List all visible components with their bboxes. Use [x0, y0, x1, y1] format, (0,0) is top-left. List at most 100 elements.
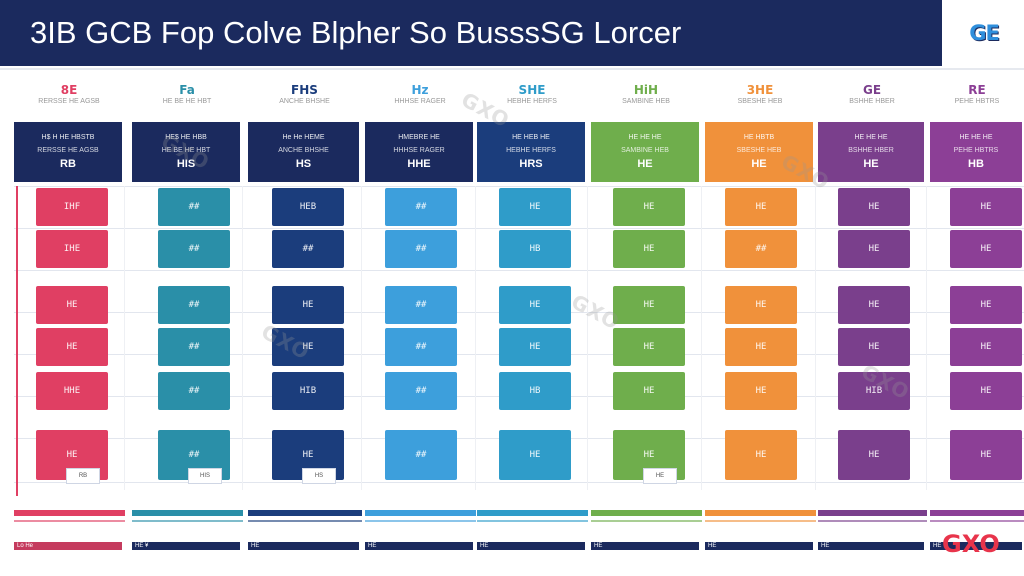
legend-bar-thin — [477, 520, 588, 522]
legend-bar-thin — [365, 520, 476, 522]
column-caption-sub: HHHSE RAGER — [394, 98, 446, 105]
grid-cell[interactable]: HE — [613, 372, 685, 410]
grid-cell[interactable]: HE — [838, 230, 910, 268]
grid-cell[interactable]: HB — [499, 230, 571, 268]
grid-cell[interactable]: HE — [499, 430, 571, 480]
grid-cell[interactable]: ## — [385, 430, 457, 480]
grid-cell[interactable]: ## — [385, 372, 457, 410]
grid-line — [14, 186, 1024, 187]
grid-cell[interactable]: HIB — [272, 372, 344, 410]
row-tag: HE — [643, 468, 677, 484]
grid-cell[interactable]: HE — [613, 230, 685, 268]
grid-cell[interactable]: HE — [838, 286, 910, 324]
grid-cell[interactable]: HE — [725, 328, 797, 366]
grid-cell[interactable]: HE — [950, 430, 1022, 480]
grid-cell-value: HIB — [865, 386, 883, 396]
grid-cell[interactable]: HE — [950, 230, 1022, 268]
grid-cell[interactable]: ## — [272, 230, 344, 268]
grid-cell[interactable]: ## — [725, 230, 797, 268]
grid-cell[interactable]: HE — [725, 188, 797, 226]
grid-cell[interactable]: HE — [950, 372, 1022, 410]
grid-cell[interactable]: HE — [838, 430, 910, 480]
grid-cell-value: ## — [188, 450, 200, 460]
grid-cell[interactable]: HEB — [272, 188, 344, 226]
grid-cell-value: HE — [980, 202, 992, 212]
legend-bar — [132, 510, 243, 516]
grid-cell[interactable]: HE — [272, 286, 344, 324]
grid-cell[interactable]: HE — [36, 286, 108, 324]
column-header-sub: RERSSE HE AGSB — [37, 147, 99, 154]
grid-cell-value: HE — [643, 202, 655, 212]
grid-cell-value: ## — [302, 244, 314, 254]
grid-cell-value: HE — [755, 202, 767, 212]
grid-cell[interactable]: HE — [36, 328, 108, 366]
grid-cell[interactable]: ## — [158, 372, 230, 410]
grid-cell[interactable]: ## — [385, 328, 457, 366]
grid-cell[interactable]: HE — [838, 188, 910, 226]
grid-cell-value: HIB — [299, 386, 317, 396]
grid-cell[interactable]: ## — [385, 188, 457, 226]
column-caption-sub: HE BE HE HBT — [162, 98, 212, 105]
grid-cell[interactable]: HE — [950, 286, 1022, 324]
column-caption-title: 8E — [60, 83, 78, 97]
grid-cell-value: HE — [529, 342, 541, 352]
footer-label: HE — [477, 542, 585, 550]
grid-cell[interactable]: ## — [158, 286, 230, 324]
grid-cell[interactable]: HE — [499, 286, 571, 324]
column-caption-title: 3HE — [746, 83, 774, 97]
grid-cell[interactable]: ## — [158, 188, 230, 226]
grid-cell[interactable]: HE — [272, 328, 344, 366]
column-header-sub: SAMBINE HEB — [621, 147, 669, 154]
legend-bar-thin — [14, 520, 125, 522]
grid-cell-value: HE — [66, 342, 78, 352]
column-header-code: HE — [637, 158, 653, 170]
grid-cell[interactable]: HE — [613, 328, 685, 366]
grid-cell[interactable]: HHE — [36, 372, 108, 410]
grid-cell[interactable]: ## — [385, 286, 457, 324]
grid-cell-value: HB — [529, 244, 541, 254]
grid-cell[interactable]: HE — [950, 328, 1022, 366]
grid-cell-value: HE — [755, 342, 767, 352]
legend-bar — [248, 510, 362, 516]
grid-cell[interactable]: ## — [158, 328, 230, 366]
column-header-title: He He HEME — [282, 134, 325, 141]
grid-cell[interactable]: HE — [725, 286, 797, 324]
grid-cell[interactable]: HE — [838, 328, 910, 366]
grid-cell[interactable]: HIB — [838, 372, 910, 410]
grid-cell[interactable]: HE — [499, 188, 571, 226]
grid-cell[interactable]: ## — [385, 230, 457, 268]
column-header-title: HE HE HE — [854, 134, 888, 141]
grid-cell[interactable]: HB — [499, 372, 571, 410]
grid-cell[interactable]: HE — [499, 328, 571, 366]
grid-cell[interactable]: HE — [613, 286, 685, 324]
grid-cell[interactable]: IHF — [36, 188, 108, 226]
grid-cell-value: HE — [643, 450, 655, 460]
watermark-badge: GXO — [942, 530, 1000, 558]
grid-cell[interactable]: HE — [725, 430, 797, 480]
column-divider — [815, 186, 816, 490]
grid-cell[interactable]: HE — [613, 188, 685, 226]
grid-cell[interactable]: ## — [158, 230, 230, 268]
grid-line — [14, 482, 1024, 483]
grid-cell-value: IHE — [63, 244, 81, 254]
grid-cell[interactable]: HE — [950, 188, 1022, 226]
grid-cell-value: HE — [868, 342, 880, 352]
column-header-sub: SBESHE HEB — [736, 147, 782, 154]
grid-cell[interactable]: IHE — [36, 230, 108, 268]
grid-cell-value: IHF — [63, 202, 81, 212]
grid-cell[interactable]: HE — [725, 372, 797, 410]
